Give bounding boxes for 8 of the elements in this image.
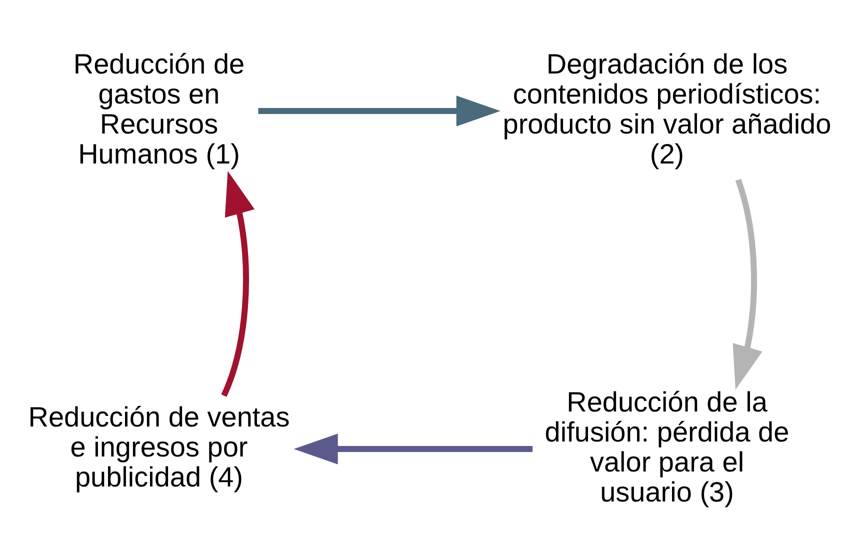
arrow <box>258 95 500 126</box>
arrow <box>732 178 762 390</box>
node-text: Degradación de los contenidos periodísticos: producto sin valor añadido (2) <box>502 48 832 169</box>
node-text: Reducción de gastos en Recursos Humanos (1) <box>73 48 245 169</box>
arrow <box>294 433 533 464</box>
arrow <box>221 170 255 396</box>
node-text: Reducción de ventas e ingresos por publicidad (4) <box>28 400 290 492</box>
node-text: Reducción de la difusión: pérdida de valor para el usuario (3) <box>544 386 790 507</box>
